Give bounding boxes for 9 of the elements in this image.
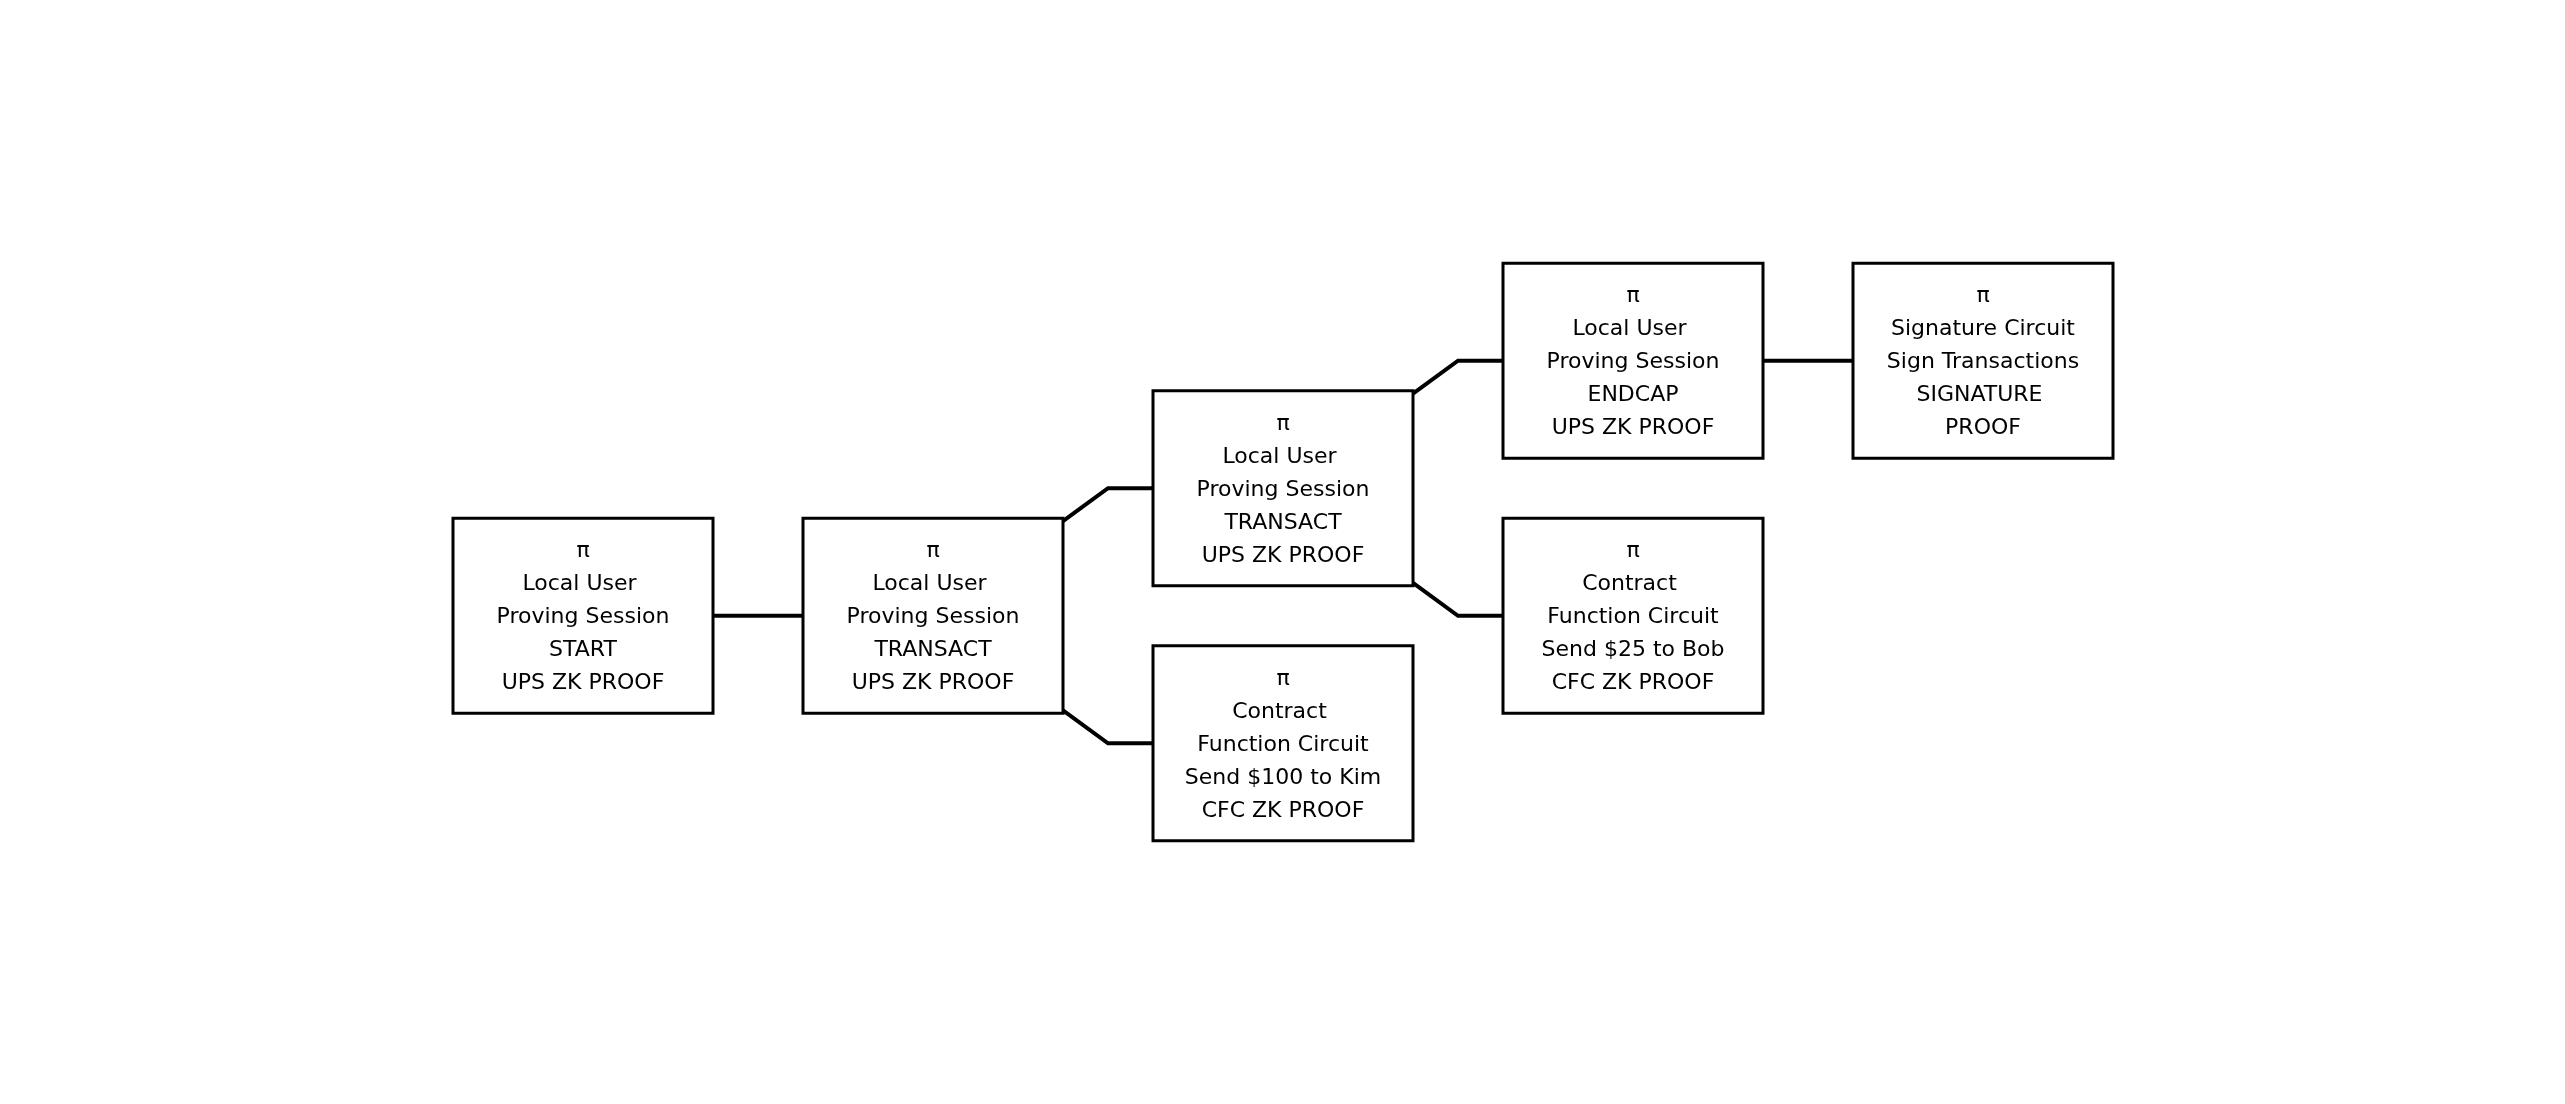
node-box: π Local User Proving Session ENDCAP UPS ZK PROOF bbox=[1501, 261, 1764, 460]
node-box: π Local User Proving Session START UPS ZK PROOF bbox=[451, 516, 714, 715]
connector bbox=[1762, 358, 1853, 363]
connector bbox=[712, 613, 803, 618]
node-box: π Local User Proving Session TRANSACT UPS ZK PROOF bbox=[801, 516, 1064, 715]
node-box: π Signature Circuit Sign Transactions SIGNATURE PROOF bbox=[1851, 261, 2114, 460]
node-box: π Local User Proving Session TRANSACT UPS ZK PROOF bbox=[1151, 389, 1414, 588]
node-box: π Contract Function Circuit Send $25 to Bob CFC ZK PROOF bbox=[1501, 516, 1764, 715]
node-box: π Contract Function Circuit Send $100 to Kim CFC ZK PROOF bbox=[1151, 644, 1414, 843]
